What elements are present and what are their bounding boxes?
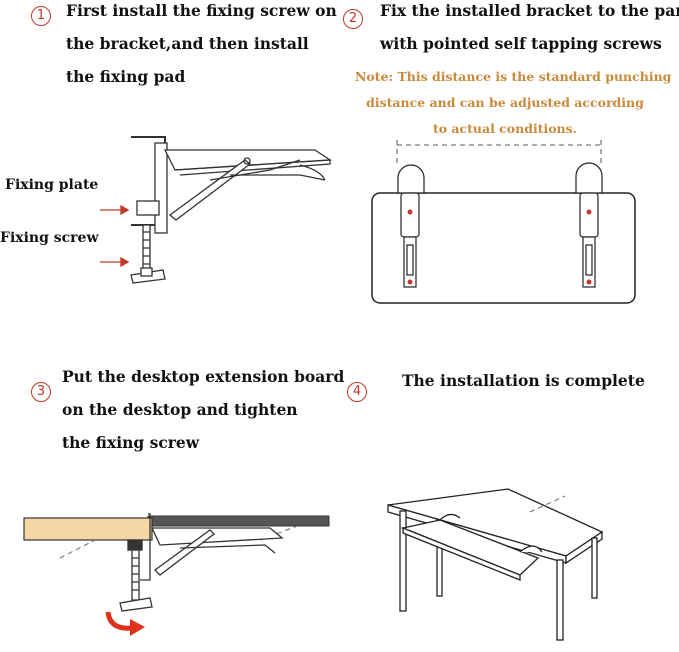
note-line-3: to actual conditions. [432,121,578,136]
step-4-text: The installation is complete [402,364,645,397]
note-line-2: distance and can be adjusted according [366,95,644,110]
step-4-number: 4 [347,382,367,402]
step-3-number: 3 [31,382,51,402]
step-1-line-1: First install the fixing screw on [66,1,337,20]
note-line-1: Note: This distance is the standard punc… [355,69,672,84]
step-1-number: 1 [31,6,51,26]
step-3-text: Put the desktop extension board on the d… [62,360,344,459]
step-1-text: First install the fixing screw on the br… [66,0,337,93]
step-2-number: 2 [343,9,363,29]
step-2-line-2: with pointed self tapping screws [380,34,662,53]
step-3-line-1: Put the desktop extension board [62,367,345,386]
fixing-plate-label: Fixing plate [5,177,99,193]
distance-note: Note: This distance is the standard punc… [355,64,672,142]
step-2-line-1: Fix the installed bracket to the panel [380,1,679,20]
fixing-screw-label: Fixing screw [0,230,99,246]
step-2-text: Fix the installed bracket to the panel w… [380,0,679,60]
step-3-line-3: the fixing screw [62,433,200,452]
step-4-line-1: The installation is complete [402,371,645,390]
step-1-line-2: the bracket,and then install [66,34,309,53]
step-3-line-2: on the desktop and tighten [62,400,298,419]
step-1-line-3: the fixing pad [66,67,186,86]
